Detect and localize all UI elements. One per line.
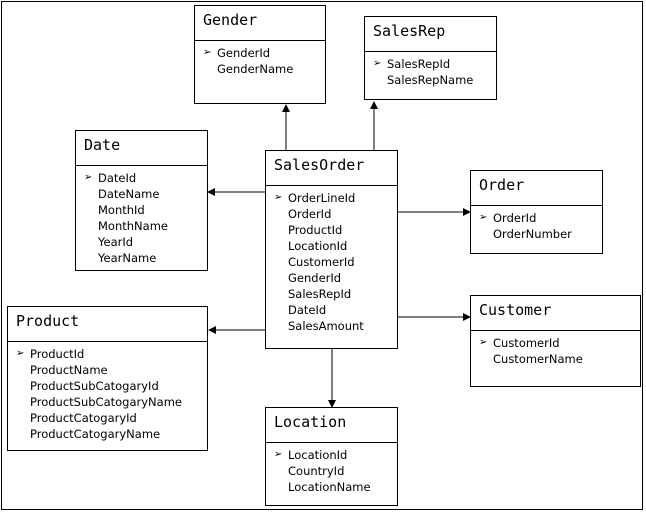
entity-location[interactable]: LocationLocationIdCountryIdLocationName bbox=[265, 407, 398, 506]
entity-title: Location bbox=[266, 408, 397, 443]
entity-customer[interactable]: CustomerCustomerIdCustomerName bbox=[470, 295, 641, 387]
entity-title: SalesRep bbox=[365, 17, 496, 52]
primary-key-field: CustomerId bbox=[471, 335, 640, 351]
field: SalesRepName bbox=[387, 73, 474, 87]
field: SalesAmount bbox=[288, 319, 364, 333]
field: OrderNumber bbox=[493, 227, 572, 241]
primary-key-field: GenderId bbox=[195, 45, 325, 61]
field: GenderId bbox=[288, 271, 342, 285]
field: ProductId bbox=[288, 223, 343, 237]
field: MonthId bbox=[98, 203, 145, 217]
entity-title: SalesOrder bbox=[266, 151, 397, 186]
entity-salesrep[interactable]: SalesRepSalesRepIdSalesRepName bbox=[364, 16, 497, 100]
field: MonthName bbox=[98, 219, 168, 233]
entity-title: Customer bbox=[471, 296, 640, 331]
entity-date[interactable]: DateDateIdDateNameMonthIdMonthNameYearId… bbox=[75, 130, 208, 271]
entity-product[interactable]: ProductProductIdProductNameProductSubCat… bbox=[7, 306, 208, 451]
entity-gender[interactable]: GenderGenderIdGenderName bbox=[194, 5, 326, 104]
entity-title: Gender bbox=[195, 6, 325, 41]
primary-key-field: SalesRepId bbox=[365, 56, 496, 72]
entity-title: Date bbox=[76, 131, 207, 166]
entity-title: Product bbox=[8, 307, 207, 342]
field: CountryId bbox=[288, 464, 345, 478]
field-list: DateIdDateNameMonthIdMonthNameYearIdYear… bbox=[76, 166, 207, 266]
primary-key-field: LocationId bbox=[266, 447, 397, 463]
field: GenderName bbox=[217, 62, 294, 76]
field: ProductCatogaryName bbox=[30, 427, 161, 441]
field: YearId bbox=[98, 235, 134, 249]
primary-key-field: ProductId bbox=[8, 346, 207, 362]
field: DateName bbox=[98, 187, 160, 201]
field: ProductCatogaryId bbox=[30, 411, 137, 425]
field: CustomerName bbox=[493, 352, 583, 366]
field: OrderId bbox=[288, 207, 332, 221]
primary-key-field: DateId bbox=[76, 170, 207, 186]
field: ProductSubCatogaryId bbox=[30, 379, 159, 393]
field: YearName bbox=[98, 251, 157, 265]
field: LocationName bbox=[288, 480, 371, 494]
field: ProductSubCatogaryName bbox=[30, 395, 182, 409]
field-list: ProductIdProductNameProductSubCatogaryId… bbox=[8, 342, 207, 442]
entity-order[interactable]: OrderOrderIdOrderNumber bbox=[470, 170, 603, 254]
field: CustomerId bbox=[288, 255, 355, 269]
primary-key-field: OrderId bbox=[471, 210, 602, 226]
field: ProductName bbox=[30, 363, 108, 377]
entity-title: Order bbox=[471, 171, 602, 206]
primary-key-field: OrderLineId bbox=[266, 190, 397, 206]
field: DateId bbox=[288, 303, 327, 317]
field-list: OrderLineIdOrderIdProductIdLocationIdCus… bbox=[266, 186, 397, 334]
entity-salesorder[interactable]: SalesOrderOrderLineIdOrderIdProductIdLoc… bbox=[265, 150, 398, 349]
field: LocationId bbox=[288, 239, 348, 253]
field: SalesRepId bbox=[288, 287, 352, 301]
